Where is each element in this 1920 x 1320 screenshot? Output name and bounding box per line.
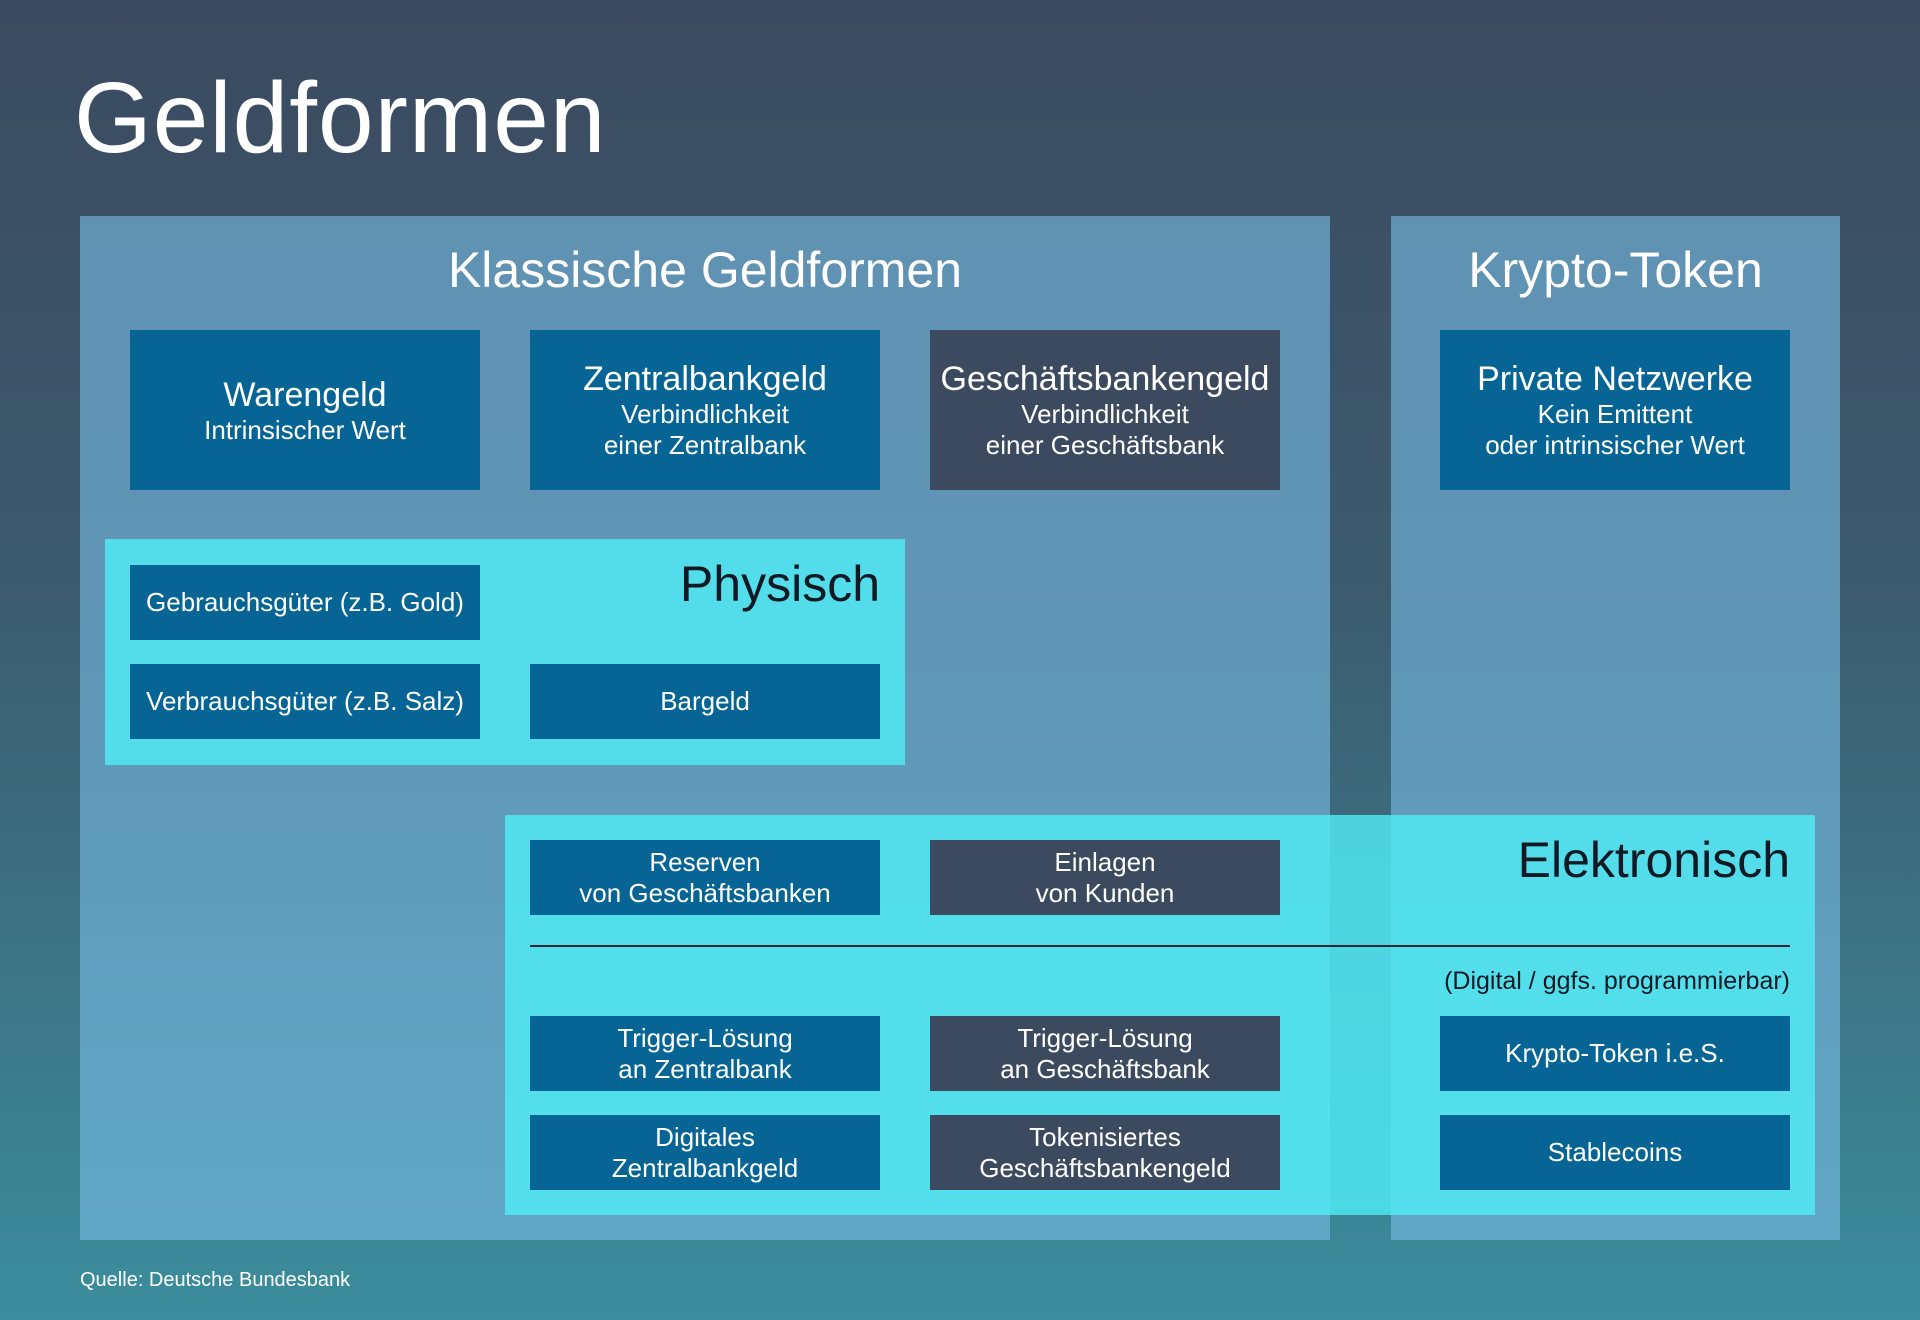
box-zentralbankgeld-sub1: Verbindlichkeit <box>621 399 789 429</box>
box-warengeld-head: Warengeld <box>223 375 387 414</box>
box-geschaeftsbankengeld-sub1: Verbindlichkeit <box>1021 399 1189 429</box>
divider-line <box>530 945 1790 947</box>
box-einlagen-line2: von Kunden <box>1035 877 1175 908</box>
box-gebrauchsgueter: Gebrauchsgüter (z.B. Gold) <box>130 565 480 640</box>
box-trigger-zentralbank-line1: Trigger-Lösung <box>617 1022 793 1053</box>
box-tokenisiertes-geschaeftsbankengeld: Tokenisiertes Geschäftsbankengeld <box>930 1115 1280 1190</box>
box-verbrauchsgueter-label: Verbrauchsgüter (z.B. Salz) <box>146 686 464 716</box>
box-bargeld-label: Bargeld <box>660 686 750 716</box>
band-title-physisch: Physisch <box>679 556 880 612</box>
box-digitales-zentralbankgeld-line2: Zentralbankgeld <box>611 1152 799 1183</box>
box-reserven-line1: Reserven <box>649 846 761 877</box>
box-krypto-token-ies-label: Krypto-Token i.e.S. <box>1505 1038 1725 1068</box>
band-title-elektronisch: Elektronisch <box>1517 832 1790 888</box>
box-reserven-line2: von Geschäftsbanken <box>579 877 831 908</box>
box-stablecoins: Stablecoins <box>1440 1115 1790 1190</box>
box-trigger-geschaeftsbank: Trigger-Lösung an Geschäftsbank <box>930 1016 1280 1091</box>
box-krypto-token-ies: Krypto-Token i.e.S. <box>1440 1016 1790 1091</box>
box-trigger-geschaeftsbank-line2: an Geschäftsbank <box>1000 1053 1210 1084</box>
box-tokenisiertes-line2: Geschäftsbankengeld <box>979 1152 1231 1183</box>
page-title: Geldformen <box>74 62 607 174</box>
box-warengeld-sub: Intrinsischer Wert <box>204 414 406 445</box>
box-trigger-geschaeftsbank-line1: Trigger-Lösung <box>1017 1022 1193 1053</box>
box-gebrauchsgueter-label: Gebrauchsgüter (z.B. Gold) <box>146 587 464 617</box>
box-private-netzwerke-head: Private Netzwerke <box>1477 360 1753 398</box>
box-geschaeftsbankengeld-head: Geschäftsbankengeld <box>940 360 1270 398</box>
box-verbrauchsgueter: Verbrauchsgüter (z.B. Salz) <box>130 664 480 739</box>
group-title-krypto: Krypto-Token <box>1468 242 1763 298</box>
box-trigger-zentralbank: Trigger-Lösung an Zentralbank <box>530 1016 880 1091</box>
box-zentralbankgeld-head: Zentralbankgeld <box>583 360 827 398</box>
box-digitales-zentralbankgeld: Digitales Zentralbankgeld <box>530 1115 880 1190</box>
source-note: Quelle: Deutsche Bundesbank <box>80 1269 351 1291</box>
box-private-netzwerke-sub2: oder intrinsischer Wert <box>1485 430 1745 460</box>
box-tokenisiertes-line1: Tokenisiertes <box>1029 1121 1181 1152</box>
box-private-netzwerke-sub1: Kein Emittent <box>1537 399 1693 429</box>
box-digitales-zentralbankgeld-line1: Digitales <box>655 1121 755 1152</box>
box-warengeld: Warengeld Intrinsischer Wert <box>130 330 480 490</box>
box-trigger-zentralbank-line2: an Zentralbank <box>618 1053 792 1084</box>
box-einlagen: Einlagen von Kunden <box>930 840 1280 915</box>
box-private-netzwerke: Private Netzwerke Kein Emittent oder int… <box>1440 330 1790 490</box>
box-zentralbankgeld-sub2: einer Zentralbank <box>603 430 807 460</box>
box-bargeld: Bargeld <box>530 664 880 739</box>
box-reserven: Reserven von Geschäftsbanken <box>530 840 880 915</box>
box-einlagen-line1: Einlagen <box>1054 846 1156 877</box>
box-stablecoins-label: Stablecoins <box>1547 1137 1683 1167</box>
group-title-klassisch: Klassische Geldformen <box>447 242 963 298</box>
box-zentralbankgeld: Zentralbankgeld Verbindlichkeit einer Ze… <box>530 330 880 490</box>
box-geschaeftsbankengeld: Geschäftsbankengeld Verbindlichkeit eine… <box>930 330 1280 490</box>
box-geschaeftsbankengeld-sub2: einer Geschäftsbank <box>985 430 1225 460</box>
note-digital-programmierbar: (Digital / ggfs. programmierbar) <box>1444 967 1790 995</box>
